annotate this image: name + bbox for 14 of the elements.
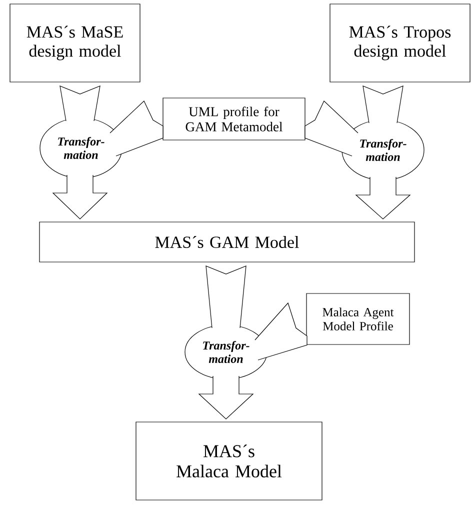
arrow-tail [304, 100, 358, 156]
arrow-tail [206, 266, 246, 328]
block-arrow [198, 376, 254, 420]
block-arrow [355, 176, 411, 220]
profile-box: Malaca Agent Model Profile [306, 293, 410, 345]
model-box: MAS´s Tropos design model [330, 4, 470, 82]
arrow-tail [60, 86, 100, 122]
arrow-tail [110, 100, 164, 156]
model-box: MAS´s MaSE design model [10, 4, 140, 82]
arrow-tail [254, 302, 308, 360]
block-arrow [52, 174, 108, 220]
model-box: MAS´s Malaca Model [136, 422, 322, 500]
model-box: MAS´s GAM Model [39, 222, 415, 262]
arrow-tail [362, 86, 404, 124]
